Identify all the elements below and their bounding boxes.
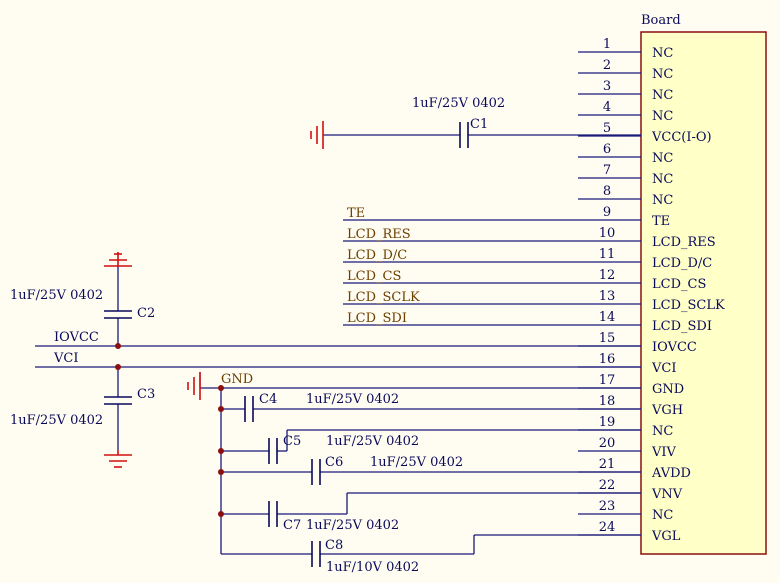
pin-name: NC (652, 67, 673, 82)
pin-name: NC (652, 424, 673, 439)
pin-number: 15 (599, 331, 616, 346)
pin-name: NC (652, 151, 673, 166)
pin-name: LCD_SDI (652, 319, 712, 334)
c3-ref: C3 (137, 387, 155, 402)
c6-value: 1uF/25V 0402 (370, 455, 463, 470)
junction-dots (115, 343, 224, 517)
pin-number: 14 (599, 310, 616, 325)
pin-name: AVDD (651, 466, 691, 481)
c2-ref: C2 (137, 306, 155, 321)
c1-ref: C1 (470, 117, 488, 132)
power-wires (35, 134, 641, 555)
net-label-vci: VCI (53, 351, 78, 366)
capacitor-c7 (268, 501, 278, 527)
c4-ref: C4 (259, 392, 277, 407)
capacitor-c1 (459, 122, 469, 148)
pin-name: LCD_SCLK (652, 298, 725, 313)
capacitor-c3 (104, 396, 132, 405)
pin-name: LCD_D/C (652, 256, 712, 271)
signal-net-label: LCD_CS (347, 269, 401, 284)
pin-name: VCC(I-O) (651, 130, 712, 145)
ground-symbol-gnd (187, 372, 201, 400)
pin-name: VCI (651, 361, 676, 376)
ground-symbol-top (104, 252, 132, 267)
pin-name: NC (652, 172, 673, 187)
signal-net-label: LCD_SDI (347, 311, 407, 326)
pin-number: 13 (599, 289, 616, 304)
pin-name: LCD_CS (652, 277, 706, 292)
capacitor-c8 (311, 541, 321, 567)
pin-number: 22 (599, 478, 616, 493)
pin-number: 3 (603, 79, 611, 94)
pin-number: 10 (599, 226, 616, 241)
capacitor-c2 (104, 310, 132, 319)
pin-number: 6 (603, 142, 611, 157)
c7-ref: C7 (283, 518, 301, 533)
c1-value: 1uF/25V 0402 (412, 96, 505, 111)
c6-ref: C6 (325, 455, 343, 470)
pin-name: VGH (651, 403, 683, 418)
pin-number: 11 (599, 247, 616, 262)
capacitor-c6 (311, 459, 321, 485)
c7-value: 1uF/25V 0402 (306, 518, 399, 533)
capacitor-c5 (268, 438, 278, 464)
c2-value: 1uF/25V 0402 (10, 288, 103, 303)
connector-pins: 1NC2NC3NC4NC5VCC(I-O)6NC7NC8NC9TE10LCD_R… (578, 37, 725, 544)
c5-value: 1uF/25V 0402 (326, 434, 419, 449)
pin-name: LCD_RES (652, 235, 716, 250)
capacitor-c4 (244, 396, 254, 422)
pin-number: 16 (599, 352, 616, 367)
pin-number: 19 (599, 415, 616, 430)
pin-name: VNV (651, 487, 683, 502)
c8-ref: C8 (325, 538, 343, 553)
pin-name: NC (652, 193, 673, 208)
pin-name: NC (652, 88, 673, 103)
net-label-iovcc: IOVCC (54, 330, 99, 345)
pin-number: 21 (599, 457, 616, 472)
c3-value: 1uF/25V 0402 (10, 413, 103, 428)
signal-net-label: TE (347, 206, 365, 221)
board-connector-body (640, 31, 767, 555)
pin-number: 8 (603, 184, 611, 199)
pin-name: GND (652, 382, 684, 397)
pin-number: 4 (603, 100, 611, 115)
pin-number: 1 (603, 37, 611, 52)
ground-symbol-bottom (104, 450, 132, 468)
signal-net-label: LCD_SCLK (347, 290, 420, 305)
pin-name: IOVCC (652, 340, 697, 355)
board-title: Board (641, 13, 681, 28)
net-label-gnd: GND (221, 372, 253, 387)
pin-number: 24 (599, 520, 616, 535)
pin-name: NC (652, 46, 673, 61)
pin-number: 23 (599, 499, 616, 514)
pin-name: NC (652, 508, 673, 523)
pin-name: NC (652, 109, 673, 124)
pin-number: 5 (603, 121, 611, 136)
signal-net-label: LCD_RES (347, 227, 411, 242)
c5-ref: C5 (283, 434, 301, 449)
ground-symbol-c1 (310, 121, 324, 149)
signal-nets: TE LCD_RES LCD_D/C LCD_CS LCD_SCLK LCD_SDI (343, 206, 578, 326)
pin-number: 17 (599, 373, 616, 388)
pin-number: 18 (599, 394, 616, 409)
pin-number: 9 (603, 205, 611, 220)
pin-name: VGL (651, 529, 681, 544)
c8-value: 1uF/10V 0402 (326, 560, 419, 575)
signal-net-label: LCD_D/C (347, 248, 407, 263)
pin-number: 12 (599, 268, 616, 283)
pin-name: TE (652, 214, 670, 229)
pin-number: 20 (599, 436, 616, 451)
pin-number: 2 (603, 58, 611, 73)
pin-number: 7 (603, 163, 611, 178)
c4-value: 1uF/25V 0402 (306, 392, 399, 407)
pin-name: VIV (651, 445, 677, 460)
